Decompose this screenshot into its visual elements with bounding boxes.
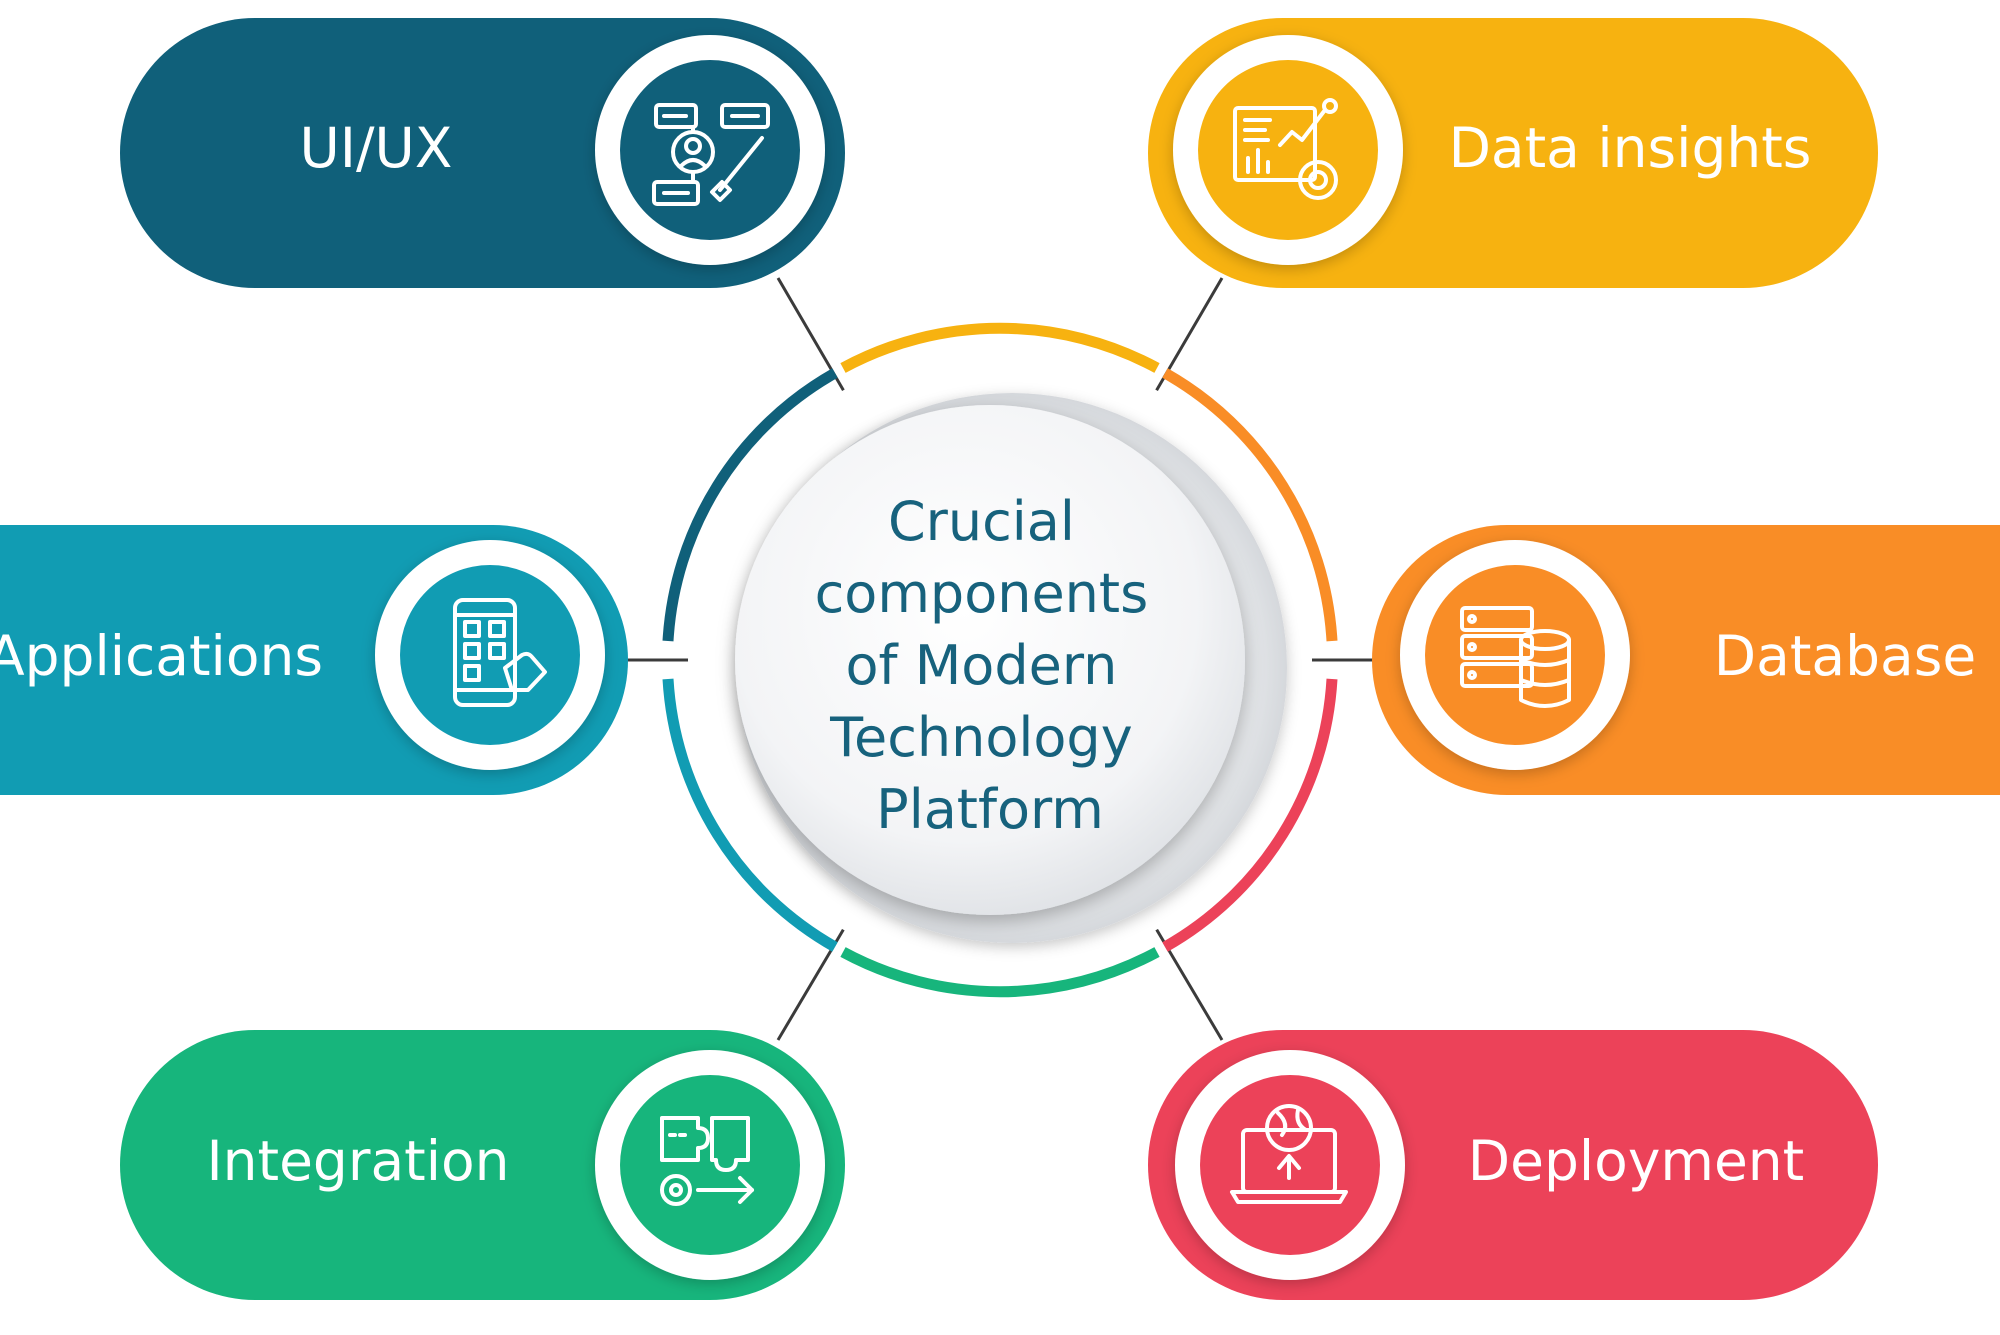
center-hub: Crucial components of Modern Technology … xyxy=(688,348,1312,972)
connector-lines xyxy=(628,277,1375,1041)
laptop-upload-globe-icon xyxy=(1230,1104,1348,1204)
deployment-label: Deployment xyxy=(1468,1129,1804,1193)
component-database: Database xyxy=(1372,525,2000,795)
integration-label: Integration xyxy=(206,1129,509,1193)
puzzle-integration-icon xyxy=(660,1116,754,1206)
database-label: Database xyxy=(1714,624,1976,688)
applications-label: Applications xyxy=(0,624,323,688)
connector-data-insights xyxy=(1146,277,1224,406)
center-title-line-1: Crucial xyxy=(888,490,1075,553)
center-title-line-4: Technology xyxy=(829,706,1132,769)
database-server-icon xyxy=(1460,606,1571,708)
connector-integration xyxy=(776,914,854,1041)
center-ring xyxy=(662,322,1338,998)
center-title-line-3: of Modern xyxy=(846,634,1118,697)
data-insights-label: Data insights xyxy=(1449,116,1812,180)
component-applications: Applications xyxy=(0,525,628,795)
component-integration: Integration xyxy=(120,1030,845,1300)
ring-segment-deployment xyxy=(1162,678,1338,952)
connector-uiux xyxy=(776,277,854,406)
ring-segment-database-top xyxy=(1162,368,1338,642)
ui-ux-design-icon xyxy=(652,103,770,206)
component-uiux: UI/UX xyxy=(120,18,845,288)
center-title-line-5: Platform xyxy=(876,778,1104,841)
component-deployment: Deployment xyxy=(1148,1030,1878,1300)
ring-segment-uiux xyxy=(662,368,838,642)
ring-segment-integration xyxy=(840,947,1160,998)
center-title-line-2: components xyxy=(815,562,1149,625)
ring-segment-data-insights xyxy=(840,322,1160,373)
uiux-label: UI/UX xyxy=(300,116,453,180)
mobile-app-touch-icon xyxy=(453,598,547,707)
ring-segment-applications xyxy=(662,678,838,952)
center-title: Crucial components of Modern Technology … xyxy=(815,490,1166,841)
analytics-chart-icon xyxy=(1233,98,1338,200)
component-data-insights: Data insights xyxy=(1148,18,1878,288)
connector-deployment xyxy=(1146,914,1224,1041)
